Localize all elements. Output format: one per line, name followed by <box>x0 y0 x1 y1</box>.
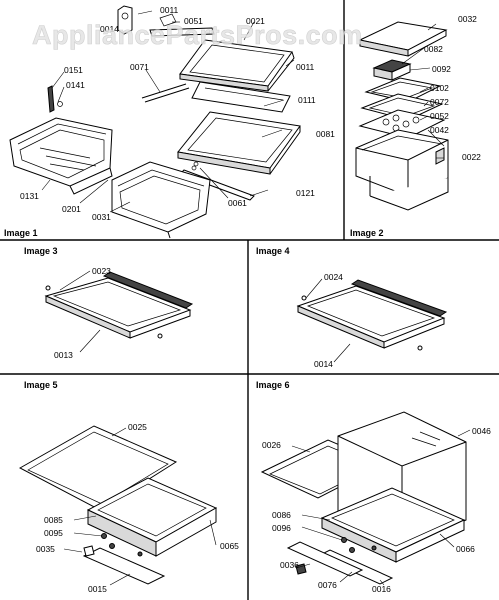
part-label: 0024 <box>324 272 343 282</box>
part-label: 0095 <box>44 528 63 538</box>
image3-drawing <box>44 271 194 339</box>
part-label: 0076 <box>318 580 337 590</box>
part-label: 0014 <box>100 24 119 34</box>
part-label: 0131 <box>20 191 39 201</box>
part-label: 0086 <box>272 510 291 520</box>
part-label: 0046 <box>472 426 491 436</box>
part-label: 0014 <box>314 359 333 369</box>
part-label: 0032 <box>458 14 477 24</box>
part-label: 0031 <box>92 212 111 222</box>
panel-titles: Image 1 Image 2 Image 3 Image 4 Image 5 … <box>4 228 384 390</box>
part-label: 0023 <box>92 266 111 276</box>
part-label: 0035 <box>36 544 55 554</box>
part-label: 0052 <box>430 111 449 121</box>
part-label: 0151 <box>64 65 83 75</box>
part-label: 0082 <box>424 44 443 54</box>
part-label: 0011 <box>296 62 315 72</box>
part-label: 0036 <box>280 560 299 570</box>
part-label: 0061 <box>228 198 247 208</box>
panel-title-image3: Image 3 <box>24 246 58 256</box>
part-label: 0102 <box>430 83 449 93</box>
leader-lines <box>41 10 471 586</box>
part-label: 0016 <box>372 584 391 594</box>
part-label: 0121 <box>296 188 315 198</box>
part-label: 0025 <box>128 422 147 432</box>
part-label: 0051 <box>184 16 203 26</box>
part-label: 0092 <box>432 64 451 74</box>
image2-drawing <box>355 21 449 211</box>
part-label: 0022 <box>462 152 481 162</box>
part-label: 0026 <box>262 440 281 450</box>
part-label: 0072 <box>430 97 449 107</box>
watermark-logo: AppliancePartsPros.com <box>32 20 363 50</box>
part-label: 0201 <box>62 204 81 214</box>
part-label: 0081 <box>316 129 335 139</box>
part-label: 0141 <box>66 80 85 90</box>
panel-title-image6: Image 6 <box>256 380 290 390</box>
panel-title-image2: Image 2 <box>350 228 384 238</box>
part-labels: 0014 0011 0051 0021 0011 0151 0141 0071 … <box>20 5 491 594</box>
part-label: 0015 <box>88 584 107 594</box>
image5-drawing <box>18 425 218 585</box>
part-label: 0066 <box>456 544 475 554</box>
part-label: 0013 <box>54 350 73 360</box>
part-label: 0011 <box>160 5 179 15</box>
part-label: 0096 <box>272 523 291 533</box>
part-label: 0042 <box>430 125 449 135</box>
image6-drawing <box>260 411 467 585</box>
panel-title-image1: Image 1 <box>4 228 38 238</box>
part-label: 0065 <box>220 541 239 551</box>
image1-drawing <box>9 5 301 239</box>
part-label: 0111 <box>298 95 316 105</box>
panel-title-image4: Image 4 <box>256 246 290 256</box>
part-label: 0085 <box>44 515 63 525</box>
image4-drawing <box>296 279 448 351</box>
part-label: 0071 <box>130 62 149 72</box>
part-label: 0021 <box>246 16 265 26</box>
panel-title-image5: Image 5 <box>24 380 58 390</box>
